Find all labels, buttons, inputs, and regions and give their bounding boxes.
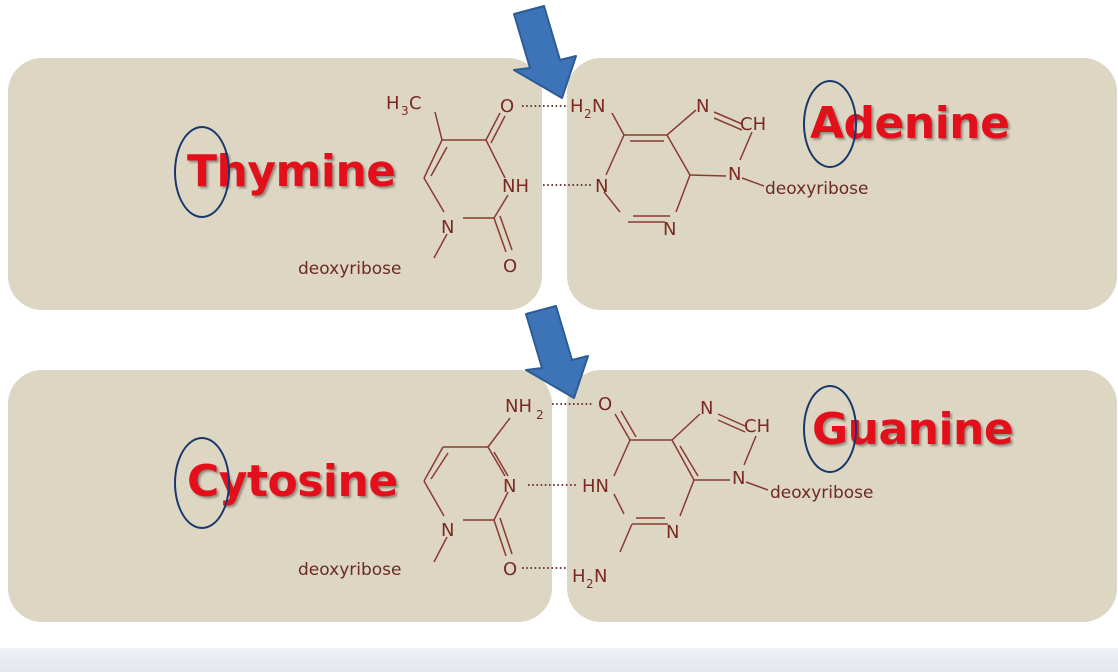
adenine-n1: N [595, 176, 608, 197]
guanine-initial-circle [803, 385, 857, 473]
thymine-initial-circle [174, 126, 230, 218]
cytosine-deoxyribose: deoxyribose [298, 560, 401, 580]
cytosine-structure: NH 2 N N O deoxyribose [298, 396, 544, 580]
guanine-hn: HN [582, 476, 609, 497]
adenine-h2n-n: N [592, 96, 605, 117]
thymine-methyl-h: H [386, 93, 400, 114]
guanine-n3: N [666, 522, 679, 543]
arrow-down-icon [513, 5, 577, 99]
guanine-h2n-h: H [572, 566, 586, 587]
cytosine-initial-circle [174, 437, 230, 529]
adenine-n7: N [696, 96, 709, 117]
adenine-h2n-sub: 2 [584, 107, 592, 121]
thymine-structure: H 3 C O NH N O deoxyribose [298, 93, 529, 279]
cytosine-n3: N [503, 476, 516, 497]
guanine-structure: O N CH N HN N H 2 N deoxyribose [572, 394, 873, 591]
adenine-h2n-h: H [570, 96, 584, 117]
arrow-down-icon [525, 305, 589, 399]
thymine-methyl-c: C [409, 93, 422, 114]
guanine-deoxyribose: deoxyribose [770, 483, 873, 503]
guanine-ch: CH [744, 416, 770, 437]
cytosine-nh2-sub: 2 [536, 408, 544, 422]
adenine-ch: CH [740, 114, 766, 135]
guanine-n7: N [700, 398, 713, 419]
adenine-initial-circle [803, 80, 857, 168]
thymine-n: N [441, 217, 454, 238]
thymine-o-top: O [500, 96, 514, 117]
thymine-o-bottom: O [503, 256, 517, 277]
adenine-deoxyribose: deoxyribose [765, 179, 868, 199]
bottom-band [0, 648, 1118, 672]
cytosine-nh2-nh: NH [505, 396, 532, 417]
cytosine-n1: N [441, 520, 454, 541]
thymine-nh: NH [502, 176, 529, 197]
thymine-panel [8, 58, 542, 310]
guanine-o: O [598, 394, 612, 415]
guanine-n9: N [732, 468, 745, 489]
thymine-deoxyribose: deoxyribose [298, 259, 401, 279]
adenine-n3: N [663, 219, 676, 240]
cytosine-panel [8, 370, 552, 622]
adenine-n9: N [728, 164, 741, 185]
cytosine-o: O [503, 559, 517, 580]
guanine-h2n-sub: 2 [586, 577, 594, 591]
adenine-structure: H 2 N N CH N N N deoxyribose [570, 96, 868, 240]
guanine-h2n-n: N [594, 566, 607, 587]
thymine-methyl-sub: 3 [401, 104, 409, 118]
